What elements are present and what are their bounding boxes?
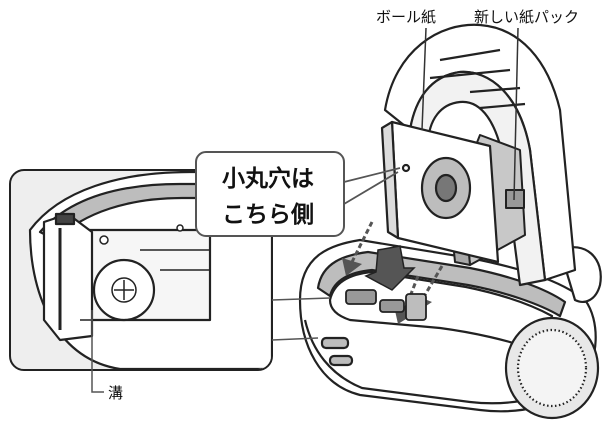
label-groove: 溝 (108, 384, 123, 402)
callout: 小丸穴は こちら側 (195, 151, 401, 237)
label-ball-paper: ボール紙 (376, 8, 436, 26)
zoom-connectors (271, 297, 331, 341)
paper-pack-tab (505, 189, 525, 209)
lid-rib (429, 48, 526, 110)
callout-box (195, 151, 345, 237)
zoom-connector-line (271, 297, 331, 301)
inset-detail (80, 249, 210, 321)
callout-line-2: こちら側 (222, 202, 314, 228)
ball-paper (380, 120, 500, 264)
inset-screw (99, 235, 109, 245)
groove-leader (91, 310, 104, 393)
front-slot (328, 354, 354, 367)
holder-part (379, 299, 405, 313)
callout-pointer (343, 167, 401, 205)
leader-ball-paper (421, 27, 427, 131)
inset-bracket (42, 212, 94, 342)
holder-part (345, 289, 377, 305)
arrowhead (342, 258, 362, 276)
label-new-paper-pack: 新しい紙パック (474, 8, 579, 26)
open-lid (383, 23, 577, 287)
inset-motor-cross (114, 280, 134, 300)
ball-paper-hole-center (434, 173, 458, 203)
ball-paper-side (380, 120, 400, 240)
inset-screw (176, 224, 184, 232)
leader-new-paper-pack (513, 27, 519, 201)
lid-inner (408, 70, 547, 287)
ball-paper-small-hole (401, 163, 411, 173)
bracket-dark (54, 212, 76, 226)
insert-arrow-dark (364, 245, 416, 291)
holder-part (405, 293, 427, 321)
callout-line-1: 小丸穴は (222, 165, 314, 192)
wheel-hub (516, 328, 588, 408)
front-slot (320, 336, 350, 350)
zoom-connector-line (271, 337, 319, 341)
bag-holder (345, 289, 427, 321)
